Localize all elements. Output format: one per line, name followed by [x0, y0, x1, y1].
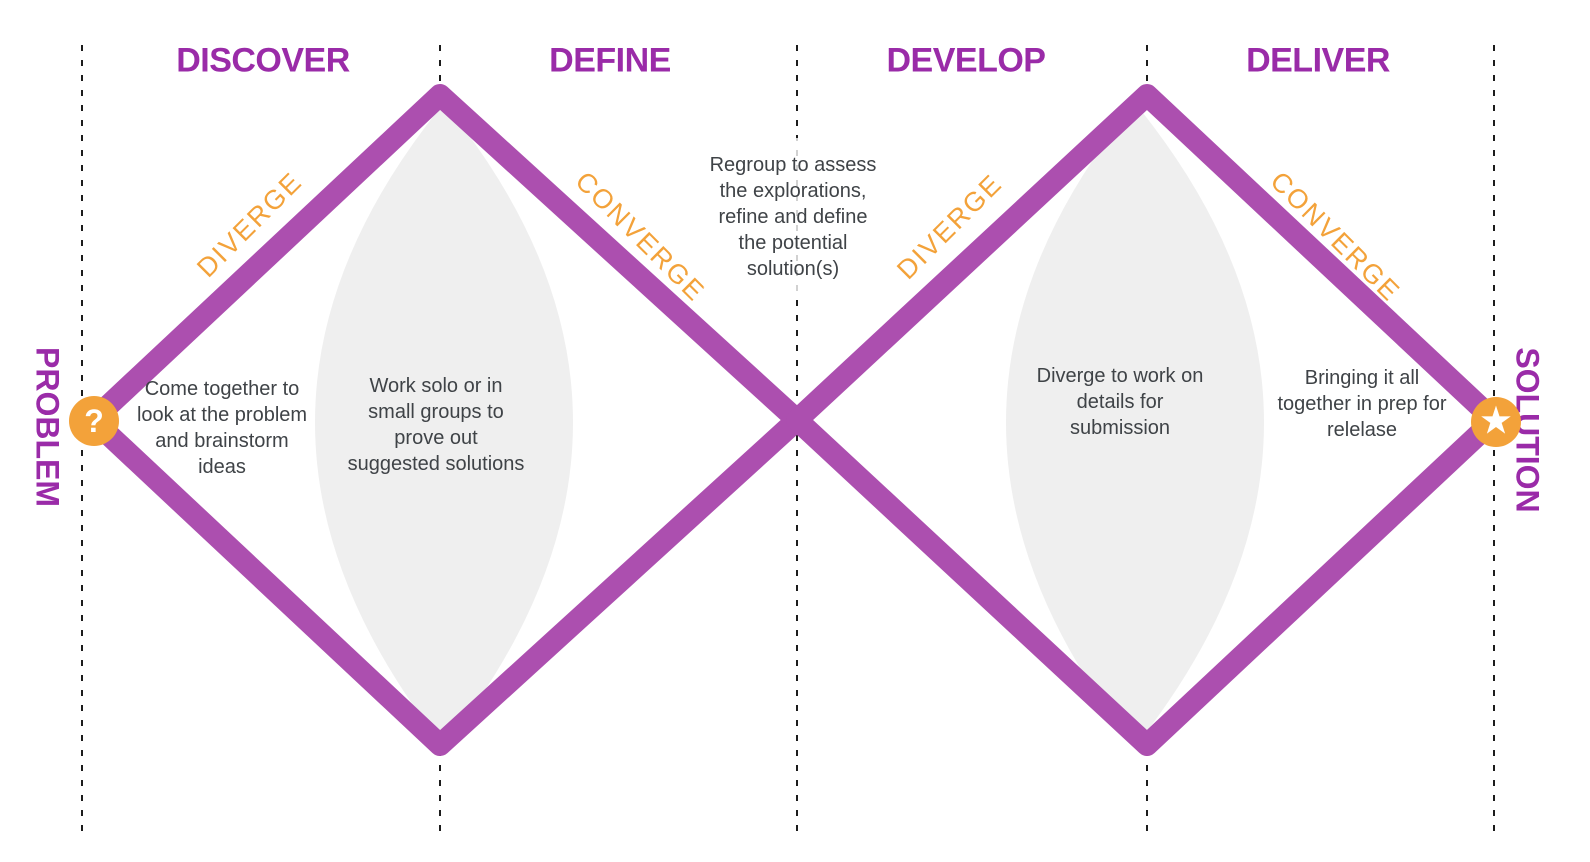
solution-marker: ★ — [1471, 397, 1521, 447]
discover-annotation: Come together to look at the problem and… — [136, 378, 308, 478]
diamond-1-lens — [315, 103, 573, 747]
problem-label: PROBLEM — [29, 347, 66, 507]
phase-title-develop: DEVELOP — [886, 41, 1046, 80]
deliver-annotation: Bringing it all together in prep for rel… — [1277, 367, 1447, 441]
phase-title-discover: DISCOVER — [176, 41, 350, 80]
develop-annotation: Diverge to work on details for submissio… — [1036, 365, 1204, 439]
define-annotation: Work solo or in small groups to prove ou… — [347, 375, 525, 475]
question-mark-icon: ? — [84, 403, 104, 439]
diamond-2-lens — [1006, 103, 1264, 747]
star-icon: ★ — [1480, 401, 1512, 440]
phase-title-define: DEFINE — [549, 41, 671, 80]
midpoint-annotation: Regroup to assess the explorations, refi… — [703, 138, 883, 296]
problem-marker: ? — [69, 396, 119, 446]
phase-title-deliver: DELIVER — [1246, 41, 1390, 80]
